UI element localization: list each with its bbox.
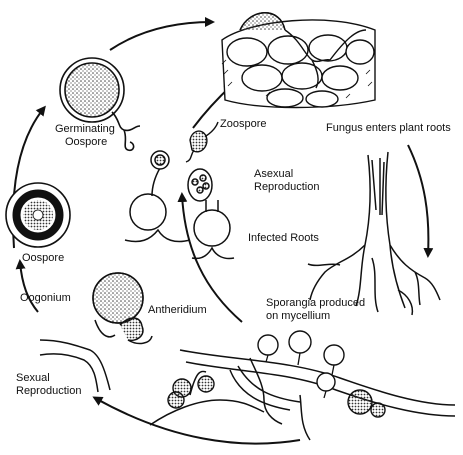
mycelium-with-sporangia [149,349,456,441]
label-antheridium-text: Antheridium [148,304,207,316]
label-antheridium: Antheridium [148,304,207,317]
cycle-arrow-fungus-to-roots [407,144,434,258]
cycle-arrow-oogonium-to-oospore [15,259,39,313]
label-oospore-text: Oospore [22,252,65,264]
label-sexual-line-1: Sexual [16,372,50,384]
label-asexual-line-2: Reproduction [254,181,320,193]
oogonium-antheridium [39,272,153,393]
mycelium-sporangia-heads [167,330,386,418]
oospore [5,182,71,248]
cycle-arrow-germinating-to-plant [109,17,215,51]
label-asexual-line-1: Asexual [254,168,294,180]
cycle-arrow-sporangia-to-zoospore [177,192,243,323]
label-zoospore: Zoospore [220,118,266,131]
sporangia-stalks [265,352,335,399]
label-infected-roots-text: Infected Roots [248,232,319,244]
label-asexual-reproduction: Asexual Reproduction [254,168,319,194]
label-oospore: Oospore [22,252,64,265]
sporangium-right [187,168,235,260]
label-sexual-line-2: Reproduction [16,385,82,397]
label-germinating-line-1: Germinating [55,123,115,135]
label-sporangia-line-2: on mycellium [266,310,331,322]
hypha-in-cells [284,29,367,89]
cell-hatching [221,59,373,99]
label-germinating-oospore: Germinating Oospore [55,123,115,149]
zoospore [185,121,219,163]
label-zoospore-text: Zoospore [220,118,267,130]
label-sporangia-produced: Sporangia produced on mycellium [266,297,365,323]
sporangium-left [124,150,191,243]
label-sexual-reproduction: Sexual Reproduction [16,372,81,398]
infected-roots [307,151,441,316]
label-infected-roots: Infected Roots [248,232,319,245]
label-germinating-line-2: Oospore [65,136,108,148]
label-fungus-enters: Fungus enters plant roots [326,122,451,135]
cycle-arrow-roots-to-sexual [92,396,301,445]
germinating-oospore [59,57,141,152]
label-oogonium-text: Oogonium [20,292,71,304]
label-sporangia-line-1: Sporangia produced [266,297,366,309]
label-oogonium: Oogonium [20,292,71,305]
plant-root-cells [221,12,376,109]
label-fungus-enters-text: Fungus enters plant roots [326,122,451,134]
